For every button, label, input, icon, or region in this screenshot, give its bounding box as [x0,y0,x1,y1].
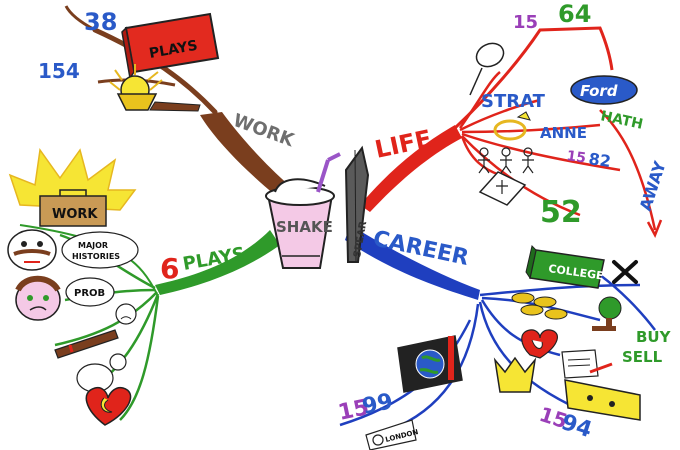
coffin-icon [478,171,527,206]
sun-icon [8,148,137,227]
london-year-prefix: 15 [336,395,371,426]
birth-year-prefix: 15 [513,12,538,33]
milkshake-cup [265,152,341,269]
cross-mark-icon [612,260,638,284]
sad-face-icon [115,303,137,325]
death-age: 52 [540,195,582,230]
birth-year-suffix: 64 [558,0,591,28]
cheese-icon [564,379,641,421]
plays-label-number: 6 [160,252,179,285]
center-cup-label: SHAKE [276,218,333,236]
life-branch [360,125,462,212]
company-year-suffix: 94 [558,410,595,443]
sun-box-label: WORK [52,207,98,222]
coins-icon [511,292,568,320]
thought-bubble-icon [65,277,115,307]
away-label: AWAY [636,158,670,213]
sell-label: SELL [622,348,663,366]
anne-label: ANNE [540,124,587,142]
king-face-icon [7,229,57,271]
work-branch-tip [64,5,96,32]
work-count: 154 [38,59,80,83]
ford-label: Ford [580,82,618,100]
dagger-icon [54,329,119,359]
worried-face-icon [15,275,61,321]
crown-icon [493,356,537,393]
globe-theatre-icon [397,335,463,393]
book-icon [121,12,220,80]
marriage-year-prefix: 15 [565,148,587,167]
prob-label: PROB [74,288,105,299]
career-branch [345,225,480,300]
strat-label: STRAT [481,91,546,112]
work-branch-left [92,27,218,115]
ring-icon [493,111,531,141]
buy-label: BUY [636,328,672,346]
document-sign-icon [561,349,613,379]
skull-hand-icon [76,353,127,393]
hath-label: HATH [599,108,644,133]
work-plays-count: 38 [84,8,117,36]
heart-icon [521,329,558,359]
work-branch [200,112,290,195]
major-label: MAJOR [78,241,108,250]
basket-sun-icon [109,64,201,112]
tree-icon [592,296,622,331]
ford-badge [570,75,638,105]
histories-label: HISTORIES [72,252,120,261]
marriage-year-suffix: 82 [587,149,612,171]
family-icon [478,147,534,174]
speech-bubble-icon [61,231,139,269]
london-sign-icon [365,419,417,450]
plays-branch [155,230,280,295]
london-year-suffix: 99 [360,389,395,420]
college-book-icon [525,245,605,289]
quill-pen [344,145,370,263]
love-heart-icon [85,386,132,426]
baby-icon [469,42,505,96]
